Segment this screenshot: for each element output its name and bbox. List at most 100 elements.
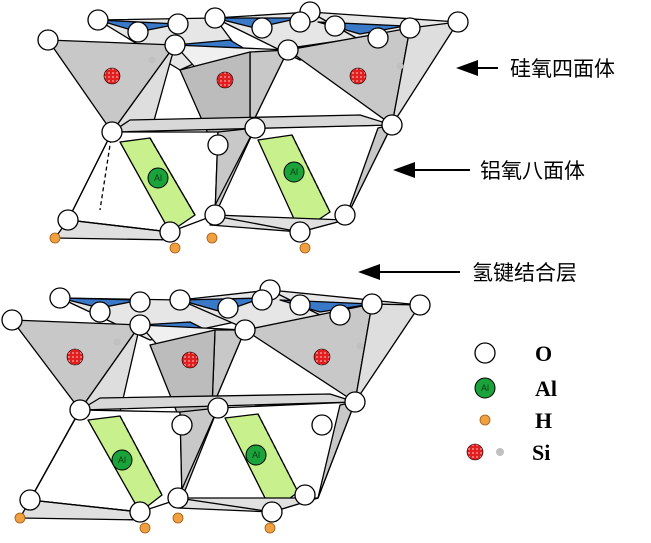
oxygen-atom xyxy=(409,294,431,316)
upper-silicon-atoms xyxy=(103,56,404,89)
legend: O Al Al H Si xyxy=(466,341,557,465)
legend-item-silicon: Si xyxy=(466,440,550,465)
hydrogen-atom xyxy=(264,522,276,534)
oxygen-atom xyxy=(204,204,226,226)
oxygen-atom xyxy=(367,27,389,49)
oxygen-atom xyxy=(1,309,23,331)
aluminum-atom: Al xyxy=(283,161,305,183)
oxygen-atom xyxy=(251,17,273,39)
oxygen-atom xyxy=(361,293,383,315)
oxygen-atom xyxy=(127,21,149,43)
left-arrow-icon xyxy=(393,162,470,178)
oxygen-atom xyxy=(324,15,346,37)
oxygen-atom xyxy=(251,289,273,311)
legend-label-oxygen: O xyxy=(535,341,552,366)
hydrogen-atom xyxy=(299,242,311,254)
lower-silicon-atoms xyxy=(66,338,364,369)
label-hbond: 氢键结合层 xyxy=(358,261,577,285)
aluminum-atom: Al xyxy=(147,167,169,189)
upper-oxygen-atoms xyxy=(37,1,469,243)
lower-hydrogen-atoms xyxy=(14,512,276,534)
upper-aluminum-atoms: Al Al xyxy=(147,161,305,189)
tetrahedron-label: 硅氧四面体 xyxy=(510,57,615,81)
silicon-atom-hidden xyxy=(396,62,404,70)
oxygen-atom xyxy=(289,221,311,243)
oxygen-atom xyxy=(447,11,469,33)
silicon-atom-hidden xyxy=(356,342,364,350)
legend-label-hydrogen: H xyxy=(535,408,552,433)
hydrogen-legend-icon xyxy=(479,414,491,426)
hydrogen-atom xyxy=(49,232,61,244)
oxygen-atom xyxy=(261,501,283,523)
hydrogen-atom xyxy=(14,512,26,524)
oxygen-atom xyxy=(381,114,403,136)
oxygen-atom xyxy=(294,484,316,506)
lower-layer: Al Al xyxy=(1,279,431,534)
silicon-atom xyxy=(181,351,199,369)
aluminum-legend-icon: Al xyxy=(474,377,496,399)
oxygen-atom xyxy=(129,501,151,523)
oxygen-atom xyxy=(69,399,91,421)
upper-hydrogen-atoms xyxy=(49,232,311,254)
oxygen-atom xyxy=(399,17,421,39)
aluminum-atom: Al xyxy=(245,444,267,466)
legend-item-aluminum: Al Al xyxy=(474,376,557,401)
legend-label-silicon: Si xyxy=(532,440,550,465)
silicon-atom xyxy=(313,348,331,366)
svg-text:Al: Al xyxy=(481,383,489,393)
left-arrow-icon xyxy=(456,60,498,76)
oxygen-atom xyxy=(207,397,229,419)
oxygen-atom xyxy=(167,487,189,509)
lower-oxygen-atoms xyxy=(1,279,431,523)
oxygen-atom xyxy=(129,314,151,336)
oxygen-atom xyxy=(37,29,59,51)
svg-text:Al: Al xyxy=(290,167,298,177)
hbond-label: 氢键结合层 xyxy=(472,261,577,285)
silicon-atom-hidden xyxy=(148,56,156,64)
oxygen-atom xyxy=(169,289,191,311)
left-arrow-icon xyxy=(358,264,460,280)
oxygen-atom xyxy=(311,414,333,436)
legend-label-aluminum: Al xyxy=(535,376,557,401)
hydrogen-atom xyxy=(169,242,181,254)
legend-item-oxygen: O xyxy=(474,341,552,366)
silicon-atom xyxy=(349,67,367,85)
oxygen-atom xyxy=(101,121,123,143)
label-octahedron: 铝氧八面体 xyxy=(393,159,585,183)
oxygen-atom xyxy=(57,209,79,231)
oxygen-atom xyxy=(244,117,266,139)
upper-tetrahedral-sheet xyxy=(47,11,459,146)
silicon-atom xyxy=(216,71,234,89)
oxygen-atom xyxy=(234,319,256,341)
oxygen-atom xyxy=(207,134,229,156)
oxygen-atom xyxy=(129,291,151,313)
oxygen-atom xyxy=(344,391,366,413)
oxygen-atom xyxy=(87,9,109,31)
hydrogen-atom xyxy=(206,232,218,244)
oxygen-atom xyxy=(334,204,356,226)
svg-text:Al: Al xyxy=(252,450,260,460)
oxygen-atom xyxy=(164,34,186,56)
oxygen-atom xyxy=(289,11,311,33)
oxygen-legend-icon xyxy=(474,342,496,364)
oxygen-atom xyxy=(204,7,226,29)
silicon-atom xyxy=(103,67,121,85)
oxygen-atom xyxy=(171,414,193,436)
oxygen-atom xyxy=(217,297,239,319)
silicon-hidden-legend-icon xyxy=(496,448,504,456)
octahedron-label: 铝氧八面体 xyxy=(480,159,585,183)
label-tetrahedron: 硅氧四面体 xyxy=(456,57,615,81)
hydrogen-atom xyxy=(172,512,184,524)
oxygen-atom xyxy=(167,13,189,35)
silicon-legend-icon xyxy=(466,443,484,461)
lower-aluminum-atoms: Al Al xyxy=(111,444,267,471)
upper-layer: Al Al xyxy=(37,1,469,254)
svg-text:Al: Al xyxy=(118,455,126,465)
oxygen-atom xyxy=(19,489,41,511)
silicon-atom xyxy=(66,348,84,366)
legend-item-hydrogen: H xyxy=(479,408,552,433)
svg-text:Al: Al xyxy=(154,173,162,183)
oxygen-atom xyxy=(49,287,71,309)
oxygen-atom xyxy=(289,294,311,316)
